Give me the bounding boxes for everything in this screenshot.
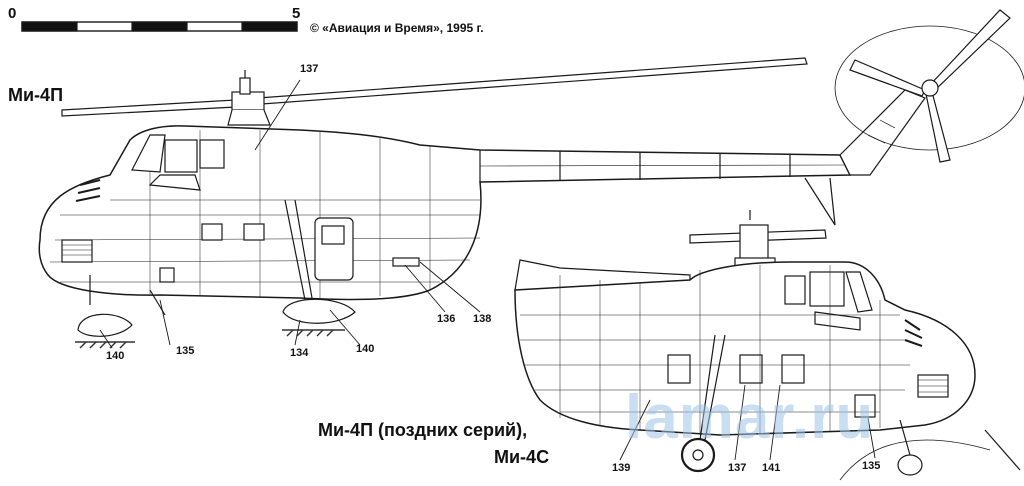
scale-end-label: 5 <box>292 5 301 22</box>
scale-bar <box>21 21 298 32</box>
callout-label: 140 <box>356 343 375 355</box>
callout-label: 138 <box>473 313 492 325</box>
callout-label: 141 <box>762 462 781 474</box>
model-title-top: Ми-4П <box>8 85 64 105</box>
model-title-bottom-line1: Ми-4П (поздних серий), <box>318 420 528 440</box>
watermark: lamar.ru <box>625 383 875 452</box>
callout-label: 139 <box>612 462 631 474</box>
model-title-bottom-line2: Ми-4С <box>494 447 550 467</box>
bottom-helicopter-side-view <box>514 210 1021 481</box>
top-helicopter-side-view <box>38 9 1024 349</box>
callout-label: 137 <box>300 63 319 75</box>
scale-start-label: 0 <box>8 5 17 22</box>
callout-label: 137 <box>728 462 747 474</box>
callout-label: 136 <box>437 313 456 325</box>
copyright-text: © «Авиация и Время», 1995 г. <box>310 21 484 35</box>
callout-label: 140 <box>106 350 125 362</box>
callout-label: 135 <box>862 460 881 472</box>
callout-label: 134 <box>290 347 309 359</box>
callout-label: 135 <box>176 345 195 357</box>
